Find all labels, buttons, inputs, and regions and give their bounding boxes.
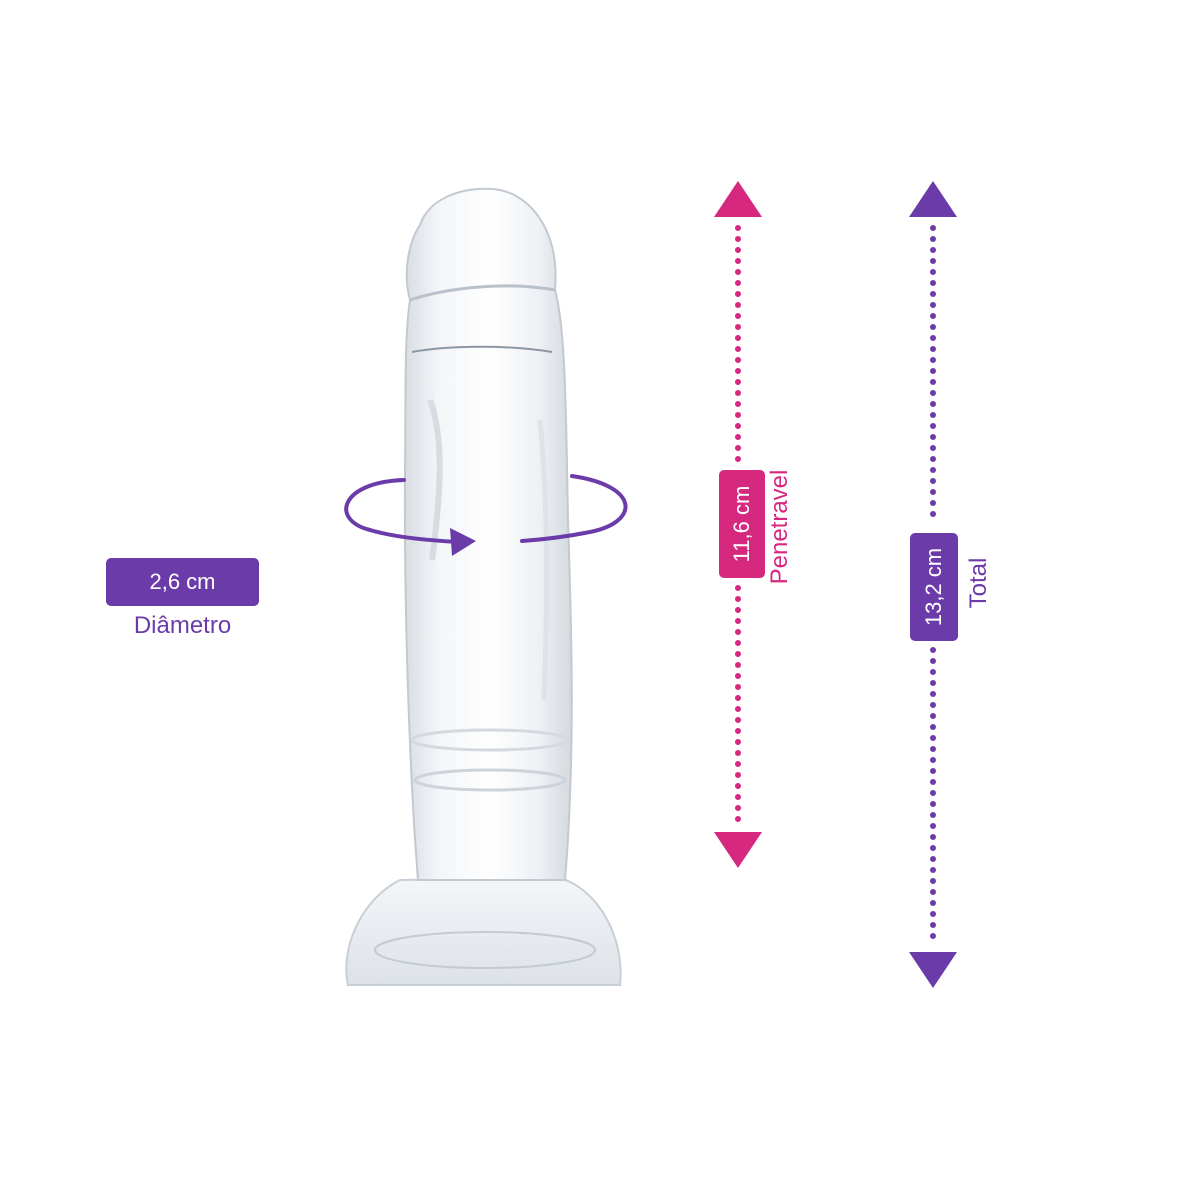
diameter-label: Diâmetro [133,612,232,639]
diameter-value-badge: 2,6 cm [106,558,259,606]
total-value-badge: 13,2 cm [910,533,958,641]
penetrable-label: Penetravel [766,469,793,585]
shaft [403,187,573,881]
total-label: Total [965,557,992,609]
penetrable-value-badge: 11,6 cm [719,470,765,578]
